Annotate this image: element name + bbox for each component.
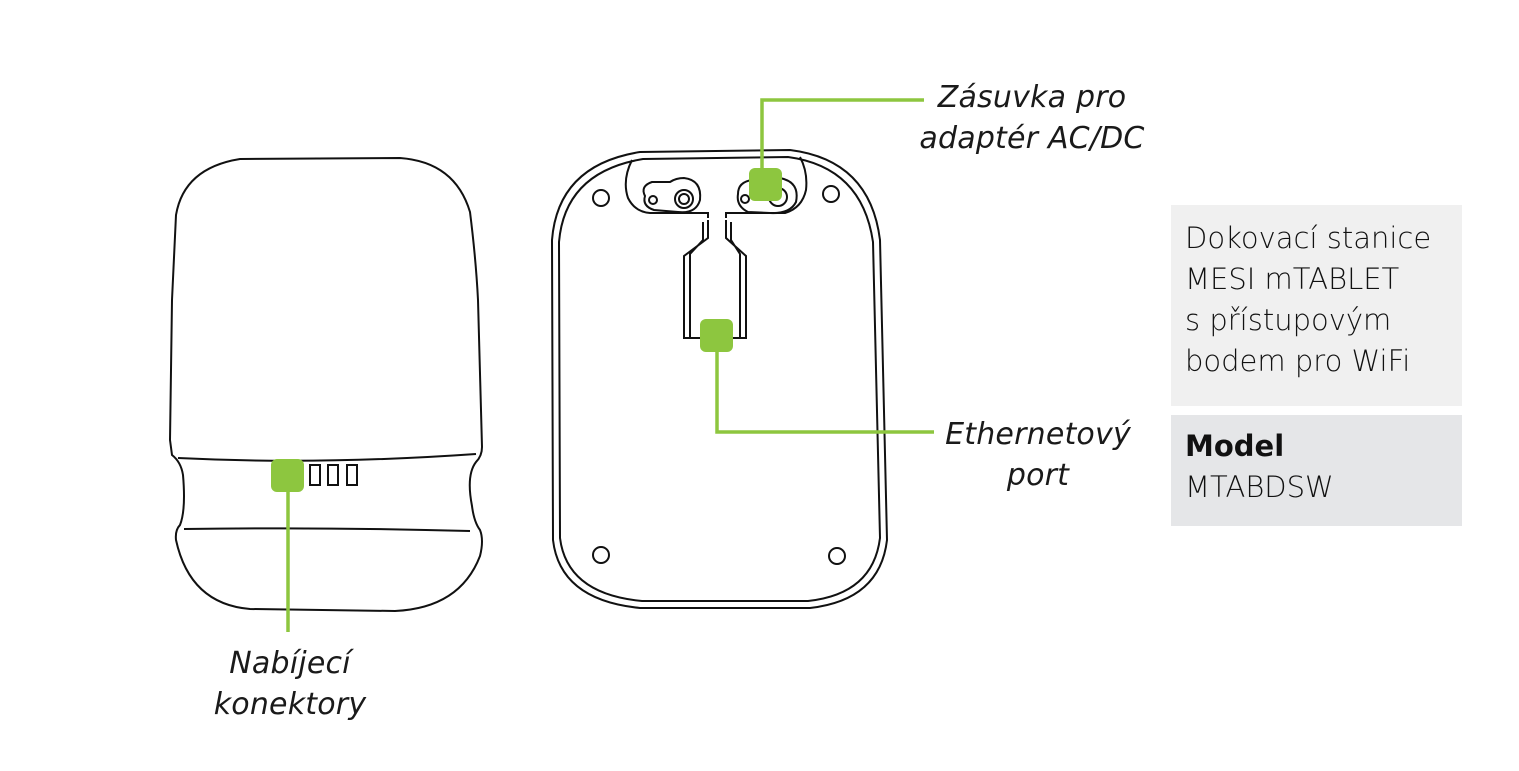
screw-hole-top-left [592,189,610,207]
back-body-inner-outline [557,155,882,602]
left-plate-hole [648,195,658,205]
front-lower-seam [183,527,471,532]
ethernet-channel [683,220,747,339]
product-title-line: Dokovací stanice [1185,221,1432,255]
label-line: Nabíjecí [229,646,351,681]
dock-back-view [550,148,889,609]
model-box: Model MTABDSW [1171,415,1462,526]
product-title-line: MESI mTABLET [1185,262,1400,296]
power-leader-line [760,98,924,170]
right-plate [736,176,798,215]
ethernet-leader-line [715,350,934,434]
left-plate [642,176,702,214]
leader-lines [286,98,934,632]
front-upper-seam [177,453,477,462]
dock-front-view [168,156,484,613]
screw-hole-bottom-right [828,547,846,565]
label-line: adaptér AC/DC [919,121,1145,156]
screw-hole-top-right [822,185,840,203]
ethernet-port-label: Ethernetový port [940,414,1136,496]
model-value: MTABDSW [1185,470,1334,504]
power-recess [624,156,808,218]
label-line: port [1006,458,1070,493]
product-title-line: bodem pro WiFi [1185,344,1411,378]
right-plate-hole [740,194,750,204]
charging-pin [346,464,358,486]
label-line: konektory [213,687,367,722]
product-title-line: s přístupovým [1185,303,1392,337]
charging-pin [309,464,321,486]
charging-pin [327,464,339,486]
ethernet-marker [700,319,733,352]
callout-markers [271,168,782,492]
screw-hole-bottom-left [592,546,610,564]
power-socket-marker [749,168,782,201]
left-plate-screw-inner [678,193,690,205]
model-label: Model [1185,429,1285,463]
power-socket-label: Zásuvka pro adaptér AC/DC [912,77,1152,159]
left-plate-screw [674,189,694,209]
back-body-outer-outline [550,148,889,609]
front-body-outline [168,156,484,613]
label-line: Ethernetový [945,417,1131,452]
product-title-box: Dokovací stanice MESI mTABLET s přístupo… [1171,205,1462,406]
charging-connectors-label: Nabíjecí konektory [210,643,370,725]
charging-marker [271,459,304,492]
label-line: Zásuvka pro [937,80,1127,115]
